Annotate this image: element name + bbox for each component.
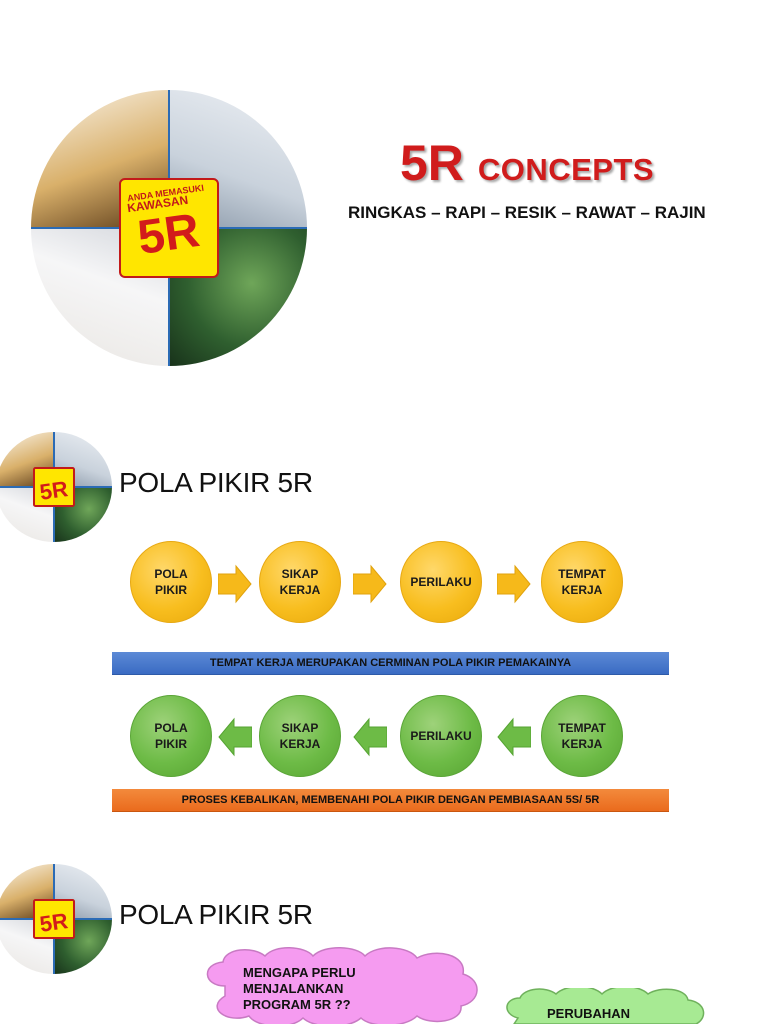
arrow-right-icon [218, 564, 252, 604]
arrow-right-icon [353, 564, 387, 604]
slide1-subtitle: RINGKAS – RAPI – RESIK – RAWAT – RAJIN [348, 203, 706, 222]
arrow-left-icon [218, 717, 252, 757]
circle-tempat-kerja-top: TEMPAT KERJA [541, 541, 623, 623]
orange-banner: PROSES KEBALIKAN, MEMBENAHI POLA PIKIR D… [112, 789, 669, 812]
arrow-left-icon [353, 717, 387, 757]
slide3-heading: POLA PIKIR 5R [119, 899, 313, 930]
circle-tempat-kerja-bottom: TEMPAT KERJA [541, 695, 623, 777]
logo-5r-small: 5R [0, 864, 112, 974]
circle-perilaku-top: PERILAKU [400, 541, 482, 623]
green-thought-cloud [506, 988, 705, 1024]
5r-badge: 5R [33, 899, 75, 939]
logo-5r-small: 5R [0, 432, 112, 542]
circle-sikap-kerja-top: SIKAP KERJA [259, 541, 341, 623]
pink-thought-cloud [206, 947, 478, 1024]
arrow-right-icon [497, 564, 531, 604]
slide2-heading: POLA PIKIR 5R [119, 467, 313, 498]
logo-5r-large: ANDA MEMASUKI KAWASAN 5R [31, 90, 307, 366]
5r-badge: 5R [33, 467, 75, 507]
blue-banner: TEMPAT KERJA MERUPAKAN CERMINAN POLA PIK… [112, 652, 669, 675]
arrow-left-icon [497, 717, 531, 757]
circle-pola-pikir-top: POLA PIKIR [130, 541, 212, 623]
pink-cloud-text: MENGAPA PERLU MENJALANKAN PROGRAM 5R ?? [243, 965, 356, 1012]
green-cloud-text: PERUBAHAN [547, 1006, 631, 1021]
slide1-title: 5R CONCEPTS [400, 135, 655, 191]
circle-pola-pikir-bottom: POLA PIKIR [130, 695, 212, 777]
circle-perilaku-bottom: PERILAKU [400, 695, 482, 777]
circle-sikap-kerja-bottom: SIKAP KERJA [259, 695, 341, 777]
5r-badge: ANDA MEMASUKI KAWASAN 5R [119, 178, 219, 278]
